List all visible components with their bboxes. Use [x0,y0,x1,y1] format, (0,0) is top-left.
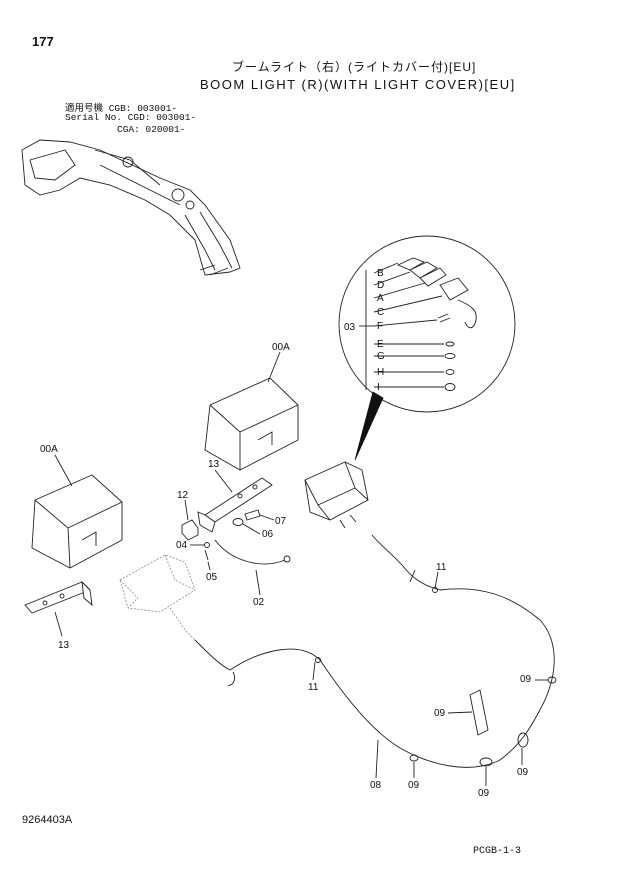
ghost-light [119,554,196,641]
detail-letter-d: D [377,280,384,291]
detail-circle [338,235,516,461]
serial-line-3: CGA: 020001- [117,124,186,135]
callout-11-lower: 11 [308,682,319,693]
detail-letter-a: A [377,293,384,304]
wire-harness [194,534,555,768]
detail-letter-b: B [377,268,384,279]
callout-12: 12 [177,490,189,501]
bracket-upper [197,477,273,533]
callout-02: 02 [253,597,265,608]
callout-09-bottom-b: 09 [478,788,490,799]
clips [409,676,557,767]
title-english: BOOM LIGHT (R)(WITH LIGHT COVER)[EU] [200,77,516,92]
detail-letter-g: G [377,351,385,362]
detail-letter-h: H [377,367,384,378]
serial-line-2: Serial No. CGD: 003001- [65,112,197,123]
machine-boom-sketch [21,139,241,276]
callout-04: 04 [176,540,188,551]
detail-letter-f: F [377,321,383,332]
callout-09-mid: 09 [434,708,446,719]
bracket-lower [24,580,93,614]
detail-letter-i: I [377,382,380,393]
small-parts [181,509,291,565]
detail-letter-e: E [377,339,384,350]
callout-06: 06 [262,529,274,540]
serial-line-1: 適用号機 CGB: 003001- [65,103,178,114]
callout-00a-left: 00A [40,444,58,455]
callout-09-right: 09 [520,674,532,685]
callout-13-upper: 13 [208,459,220,470]
title-japanese: ブームライト（右）(ライトカバー付)[EU] [232,60,477,74]
light-cover-left [31,474,123,569]
page-number: 177 [32,34,54,49]
callout-08: 08 [370,780,382,791]
callout-11-upper: 11 [436,562,447,573]
callout-03: 03 [344,322,356,333]
callout-09-bottom-a: 09 [408,780,420,791]
callout-05: 05 [206,572,218,583]
light-cover-upper [204,377,299,471]
callout-09-right-low: 09 [517,767,529,778]
callout-07: 07 [275,516,287,527]
work-light [304,461,369,529]
detail-letter-c: C [377,307,384,318]
drawing-number: 9264403A [22,814,73,826]
callout-13-lower: 13 [58,640,70,651]
callout-00a-upper: 00A [272,342,290,353]
catalog-code: PCGB-1-3 [473,846,522,857]
